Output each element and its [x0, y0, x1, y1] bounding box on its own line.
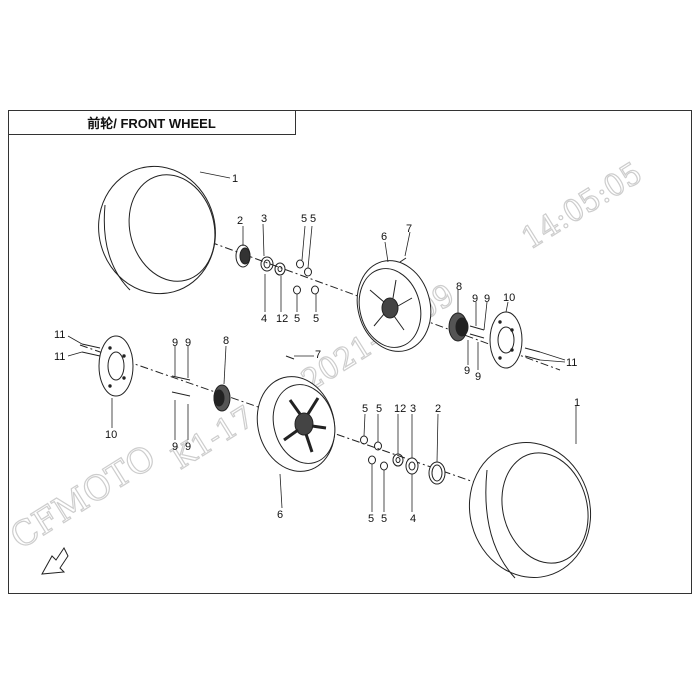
callout-1: 1 [574, 397, 580, 409]
brake-disc-upper [489, 311, 523, 369]
callout-9: 9 [172, 337, 178, 349]
rim-upper [356, 260, 432, 352]
callout-11: 11 [54, 329, 65, 341]
bolts-lower [81, 343, 295, 397]
callout-2: 2 [237, 215, 243, 227]
watermark-brand: CFMOTO [4, 437, 163, 557]
callout-5: 5 [313, 313, 319, 325]
callout-10: 10 [105, 429, 117, 441]
hub-upper [448, 312, 469, 342]
nut-upper [260, 256, 274, 272]
callout-3: 3 [410, 403, 416, 415]
callout-9: 9 [185, 337, 191, 349]
callout-9: 9 [475, 371, 481, 383]
callout-10: 10 [503, 292, 515, 304]
callout-3: 3 [261, 213, 267, 225]
callout-9: 9 [185, 441, 191, 453]
callout-7: 7 [406, 223, 412, 235]
callout-2: 2 [435, 403, 441, 415]
forward-arrow-icon [41, 547, 69, 575]
callout-5: 5 [294, 313, 300, 325]
callout-9: 9 [484, 293, 490, 305]
watermark-code: K1-17 [166, 400, 261, 477]
diagram-frame [8, 110, 692, 594]
lug-nuts-lower [360, 435, 388, 471]
tire-upper [98, 165, 216, 295]
rim-lower [256, 376, 336, 472]
page-title: 前轮/ FRONT WHEEL [87, 115, 216, 131]
callout-9: 9 [172, 441, 178, 453]
callouts: 1 1 2 2 3 3 4 4 5 5 5 5 5 5 5 5 6 6 7 7 … [54, 173, 580, 525]
callout-12: 12 [394, 403, 406, 415]
callout-12: 12 [276, 313, 288, 325]
washer-upper [274, 262, 286, 276]
brake-disc-lower [98, 335, 134, 397]
callout-6: 6 [277, 509, 283, 521]
hub-lower [213, 384, 231, 412]
callout-4: 4 [410, 513, 416, 525]
callout-5: 5 [362, 403, 368, 415]
hub-cap-upper [235, 244, 251, 268]
callout-9: 9 [472, 293, 478, 305]
tire-lower [468, 442, 592, 579]
callout-11: 11 [566, 357, 577, 369]
nut-lower [405, 457, 419, 475]
hub-cap-lower [428, 461, 446, 485]
leader-lines [67, 171, 577, 512]
callout-1: 1 [232, 173, 238, 185]
callout-8: 8 [456, 281, 462, 293]
watermark-time: 14:05:05 [516, 156, 649, 257]
callout-9: 9 [464, 365, 470, 377]
callout-5: 5 [381, 513, 387, 525]
bolts-upper [399, 257, 541, 361]
callout-4: 4 [261, 313, 267, 325]
title-box: 前轮/ FRONT WHEEL [8, 110, 296, 135]
callout-5: 5 [301, 213, 307, 225]
callout-11: 11 [54, 351, 65, 363]
callout-6: 6 [381, 231, 387, 243]
callout-5: 5 [368, 513, 374, 525]
callout-5: 5 [376, 403, 382, 415]
callout-7: 7 [315, 349, 321, 361]
callout-8: 8 [223, 335, 229, 347]
callout-5: 5 [310, 213, 316, 225]
